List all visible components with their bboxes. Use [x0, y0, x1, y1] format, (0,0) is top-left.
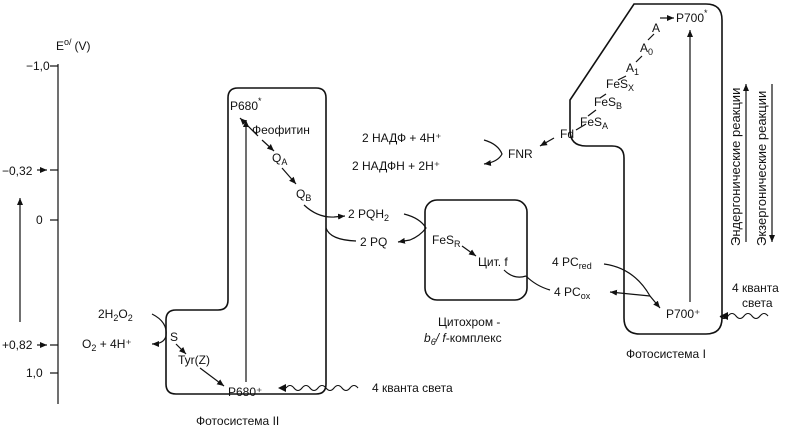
qb-to-pq-arrow [303, 204, 346, 220]
oxygen-label: O2 + 4H⁺ [82, 337, 132, 353]
photosystem-2: P680* Феофитин QA QB 2H2O2 O2 + 4H⁺ S Ty… [82, 87, 453, 428]
ps2-outline [165, 87, 327, 395]
nadp-reduction-arrow [483, 139, 503, 166]
qb-label: QB [296, 187, 311, 203]
water-oxidation-arrow [151, 313, 167, 347]
ps1-light-line1: 4 кванта [732, 281, 779, 295]
a0-link [635, 55, 643, 63]
electron-arrow [461, 245, 477, 257]
electron-arrow [281, 167, 297, 185]
plastocyanin: 4 PCred 4 PCox [525, 255, 661, 309]
p680-oxidized-label: P680⁺ [228, 385, 262, 399]
fesx-link [599, 93, 607, 99]
fesb-label: FeSB [594, 95, 622, 111]
water-label: 2H2O2 [98, 307, 133, 323]
electron-arrow [175, 343, 187, 355]
cyt-f-label: Цит. f [478, 255, 508, 269]
nadp-label: 2 НАДФ + 4H⁺ [362, 131, 441, 145]
fesa-to-fd-line [575, 123, 587, 131]
tyr-z-label: Tyr(Z) [178, 353, 210, 367]
pc-ox-label: 4 PCox [554, 285, 591, 301]
a1-link [617, 75, 627, 81]
fesb-link [587, 109, 597, 117]
p680-excited-label: P680* [230, 96, 262, 113]
qa-label: QA [272, 151, 287, 167]
pq-return-line [325, 227, 357, 242]
light-wave-arrowhead [278, 384, 286, 392]
pc-oxidation-arrow [609, 289, 651, 297]
light-wave-arrowhead [720, 312, 728, 320]
fesr-label: FeSR [432, 233, 461, 249]
fnr-label: FNR [508, 147, 533, 161]
fesa-label: FeSA [580, 115, 608, 131]
p700-oxidized-label: P700⁺ [666, 307, 700, 321]
a1-label: A1 [626, 61, 639, 77]
nadph-label: 2 НАДФН + 2H⁺ [352, 159, 440, 173]
axis-tick-label: 0 [36, 213, 43, 227]
reaction-direction-legend: Эндергонические реакции Экзергонические … [728, 84, 775, 246]
a-label: A [652, 21, 660, 35]
plastoquinone-pool: 2 PQH2 2 PQ [325, 207, 427, 249]
exergonic-label: Экзергонические реакции [754, 91, 769, 246]
a-link [647, 33, 655, 41]
pq-label: 2 PQ [360, 235, 387, 249]
ps2-caption: Фотосистема II [196, 414, 279, 428]
ps1-caption: Фотосистема I [626, 347, 706, 361]
endergonic-label: Эндергонические реакции [728, 88, 743, 246]
photosystem-1: P700* A A0 A1 FeSX FeSB FeSA P700⁺ 4 ква… [569, 3, 779, 361]
ps2-light-label: 4 кванта света [372, 381, 453, 395]
potential-axis: Eo/(V) −1,0 −0,32 0 +0,82 1,0 [2, 37, 91, 404]
pheophytin-label: Феофитин [252, 123, 310, 137]
pc-ox-link [525, 275, 551, 291]
pq-cycle-arrow [397, 213, 427, 244]
axis-tick-label: −1,0 [26, 59, 50, 73]
cytochrome-caption-line2: b6/ f-комплекс [424, 331, 502, 347]
ps1-light-line2: света [742, 296, 773, 310]
s-state-label: S [170, 330, 178, 344]
axis-title: Eo/(V) [56, 37, 91, 53]
ps1-outline [569, 3, 723, 335]
axis-tick-label: +0,82 [2, 338, 33, 352]
pqh2-label: 2 PQH2 [348, 207, 389, 223]
axis-tick-label: 1,0 [26, 366, 43, 380]
axis-tick-label: −0,32 [2, 164, 33, 178]
pc-to-p700-arrow [603, 263, 661, 309]
fesx-label: FeSX [606, 77, 634, 93]
cytochrome-box [424, 199, 528, 301]
p700-excited-label: P700* [676, 8, 708, 25]
cytochrome-complex: FeSR Цит. f Цитохром - b6/ f-комплекс [424, 199, 528, 347]
electron-arrow [199, 367, 225, 387]
a0-label: A0 [640, 41, 653, 57]
fd-to-fnr-arrow [539, 137, 555, 147]
electron-arrow [261, 139, 275, 152]
light-wave [285, 384, 359, 392]
nadp-reduction: 2 НАДФ + 4H⁺ 2 НАДФН + 2H⁺ FNR Fd [352, 123, 587, 173]
pc-red-label: 4 PCred [552, 255, 592, 271]
cytochrome-caption-line1: Цитохром - [438, 315, 500, 329]
cytf-out-line [503, 269, 527, 278]
